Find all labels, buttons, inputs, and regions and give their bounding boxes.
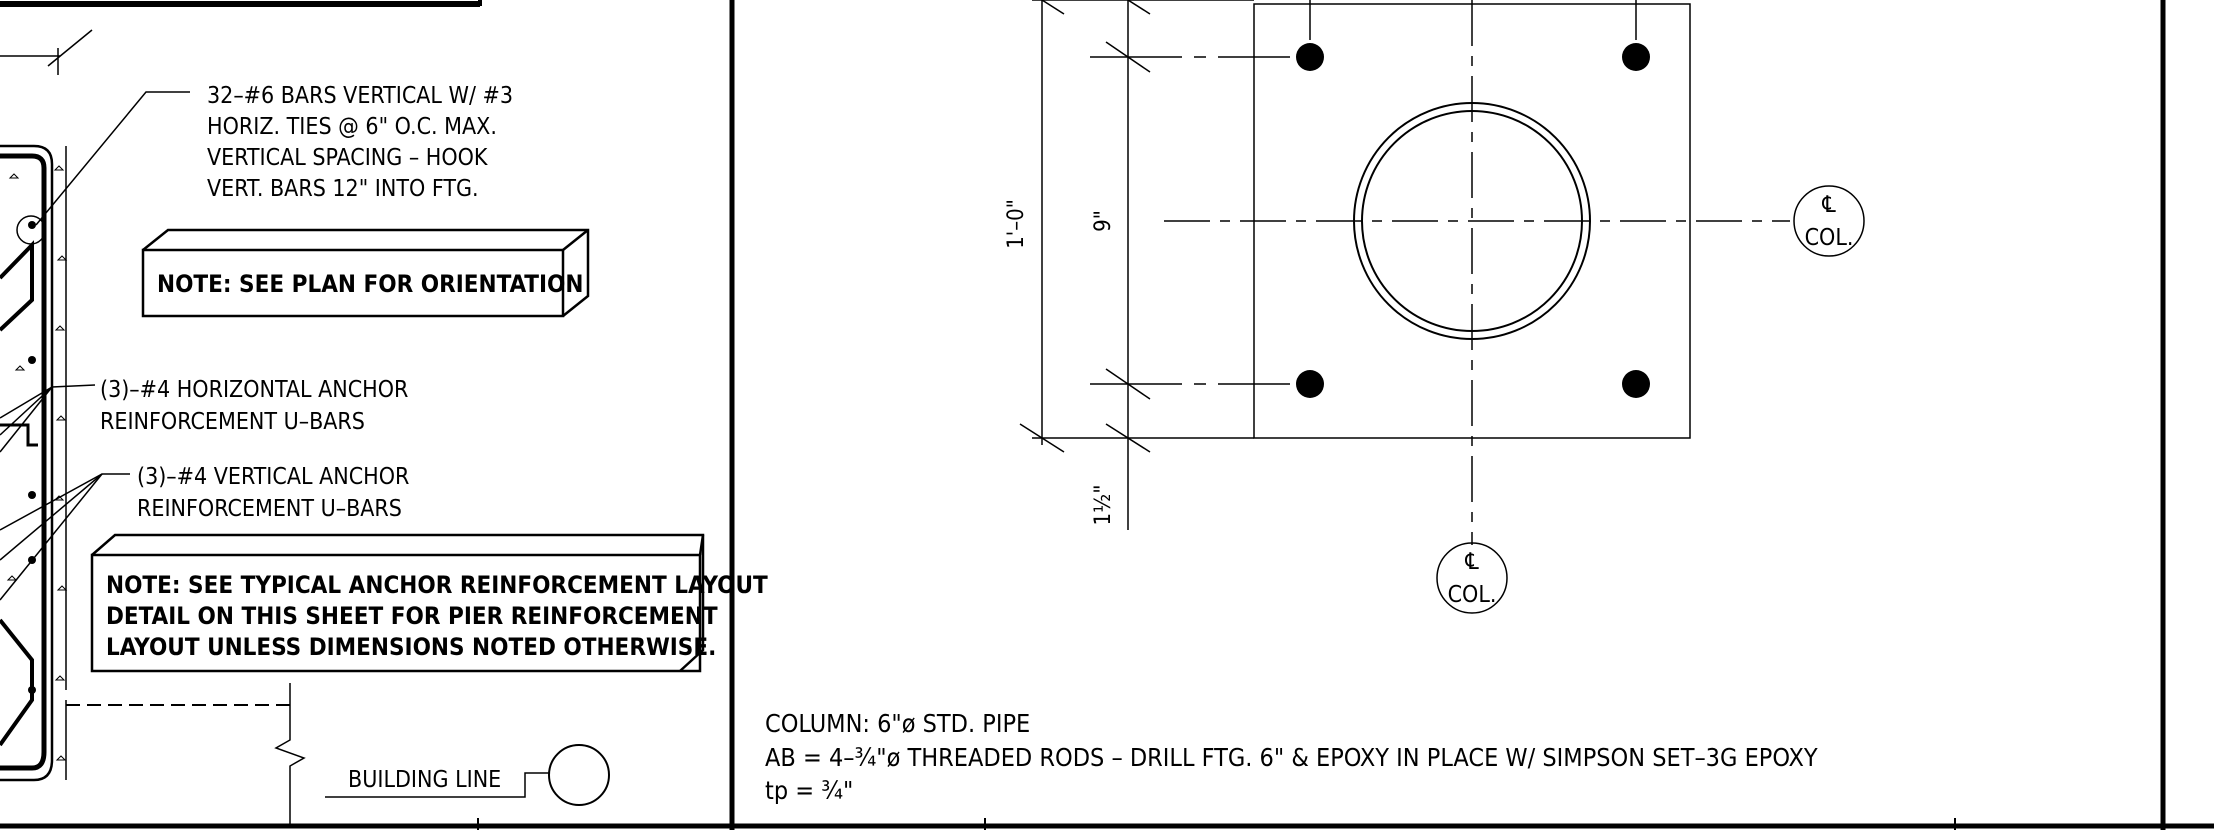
vertical-anchor-note: (3)–#4 VERTICAL ANCHOR REINFORCEMENT U–B…	[137, 464, 409, 522]
anchor-layout-line-1: NOTE: SEE TYPICAL ANCHOR REINFORCEMENT L…	[106, 571, 768, 599]
anchor-layout-line-3: LAYOUT UNLESS DIMENSIONS NOTED OTHERWISE…	[106, 633, 716, 661]
vertical-anchor-line-2: REINFORCEMENT U–BARS	[137, 496, 402, 522]
bars-note-line-4: VERT. BARS 12" INTO FTG.	[207, 176, 479, 202]
horizontal-anchor-note: (3)–#4 HORIZONTAL ANCHOR REINFORCEMENT U…	[100, 377, 408, 435]
anchor-layout-note-box: NOTE: SEE TYPICAL ANCHOR REINFORCEMENT L…	[90, 533, 768, 673]
centerline-callout-bottom: ℄ COL.	[1448, 549, 1497, 608]
building-line-label: BUILDING LINE	[348, 767, 501, 793]
vertical-anchor-line-1: (3)–#4 VERTICAL ANCHOR	[137, 464, 409, 490]
centerline-text-bottom: COL.	[1448, 582, 1497, 608]
dim-bolt-spacing-text: 9"	[1091, 210, 1116, 232]
centerline-symbol-right: ℄	[1821, 192, 1836, 218]
centerline-text-right: COL.	[1805, 225, 1854, 251]
pier-section	[0, 29, 306, 825]
orientation-note-box: NOTE: SEE PLAN FOR ORIENTATION	[141, 228, 590, 318]
leader-lines	[0, 91, 190, 601]
bars-note-line-3: VERTICAL SPACING – HOOK	[207, 145, 488, 171]
building-line-callout: BUILDING LINE	[325, 744, 610, 806]
dimension-labels: 1'–0" 9" 1½"	[1004, 199, 1116, 525]
spec-line-anchor-bolts: AB = 4–¾"ø THREADED RODS – DRILL FTG. 6"…	[765, 743, 1818, 772]
horizontal-anchor-line-2: REINFORCEMENT U–BARS	[100, 409, 365, 435]
centerline-symbol-bottom: ℄	[1464, 549, 1479, 575]
spec-notes: COLUMN: 6"ø STD. PIPE AB = 4–¾"ø THREADE…	[765, 709, 1818, 805]
bars-note-line-1: 32–#6 BARS VERTICAL W/ #3	[207, 83, 513, 109]
centerline-callout-right: ℄ COL.	[1805, 192, 1854, 251]
bars-note: 32–#6 BARS VERTICAL W/ #3 HORIZ. TIES @ …	[207, 83, 513, 202]
horizontal-anchor-line-1: (3)–#4 HORIZONTAL ANCHOR	[100, 377, 408, 403]
dim-edge-text: 1½"	[1091, 485, 1116, 526]
dim-overall-text: 1'–0"	[1004, 199, 1029, 249]
base-plate-plan	[1019, 0, 1865, 614]
anchor-layout-line-2: DETAIL ON THIS SHEET FOR PIER REINFORCEM…	[106, 602, 718, 630]
spec-line-plate-thickness: tp = ¾"	[765, 776, 853, 805]
orientation-note-text: NOTE: SEE PLAN FOR ORIENTATION	[157, 270, 583, 298]
spec-line-column: COLUMN: 6"ø STD. PIPE	[765, 709, 1030, 738]
bars-note-line-2: HORIZ. TIES @ 6" O.C. MAX.	[207, 114, 497, 140]
